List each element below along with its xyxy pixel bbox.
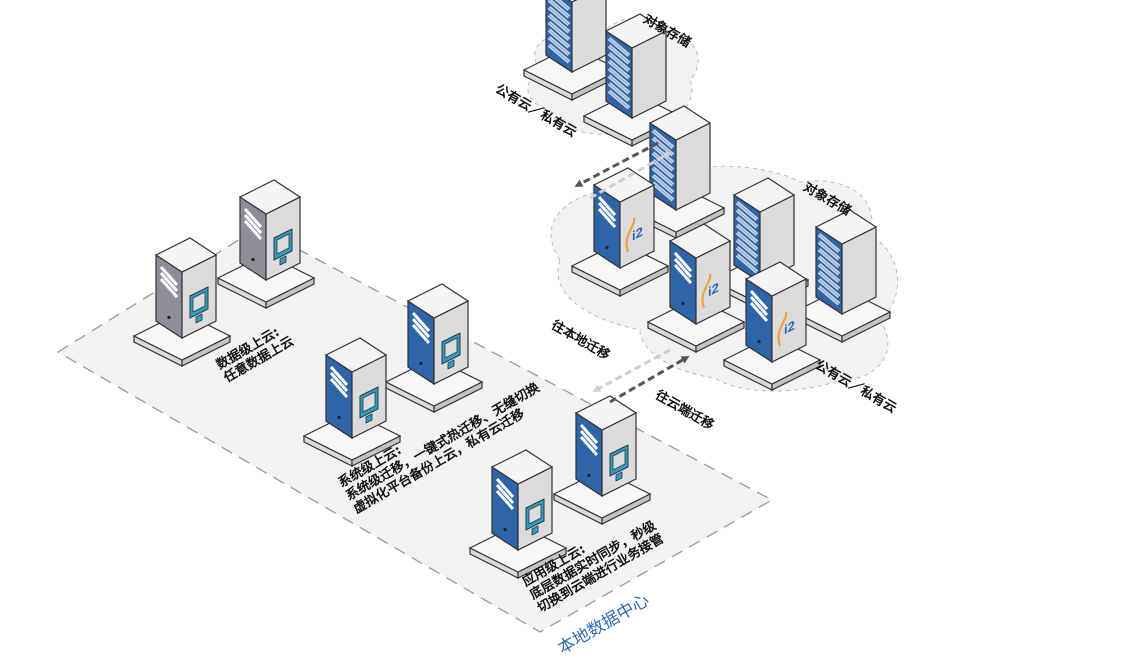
vent-slot [495,478,515,498]
vent-slot [495,484,515,504]
local-system-level-server-2 [384,283,484,413]
power-button-icon [503,527,507,532]
vent-slot [673,264,693,284]
vent-slot [411,312,431,332]
vent-slot [411,318,431,338]
power-button-icon [337,415,341,420]
local-datacenter-zone [56,227,774,633]
top-cloud-storage-server-1 [522,0,622,101]
local-system-level-server-1 [302,337,402,467]
i2-logo-icon: i2 [632,223,643,244]
power-button-icon [681,301,685,306]
vent-slot [597,202,617,222]
vent-slot [749,296,769,316]
vent-slot [579,430,599,450]
i2-logo-swoosh [701,273,712,309]
vent-slot [673,252,693,272]
arrow-to-cloud-bottom [609,355,690,404]
vent-slot [159,278,179,298]
arrow-to-local-bottom [592,348,671,392]
main-cloud-i2-server-1: i2 [570,167,670,297]
vent-slot [329,372,349,392]
power-button-icon [605,245,609,250]
local-app-level-server-1 [468,449,568,579]
local-app-level-server-2 [552,395,652,525]
vent-slot [579,436,599,456]
i2-logo-swoosh [625,217,636,253]
vent-slot [673,258,693,278]
power-button-icon [587,473,591,478]
main-cloud-storage-server-3 [792,209,892,343]
i2-logo-swoosh [777,311,788,347]
vent-slot [159,266,179,286]
power-button-icon [167,315,171,320]
power-button-icon [251,257,255,262]
vent-slot [495,490,515,510]
vent-slot [243,214,263,234]
vent-slot [749,302,769,322]
i2-logo-icon: i2 [708,279,719,300]
servers-layer: i2 i2 i2 [132,0,892,579]
vent-slot [579,424,599,444]
i2-logo-icon: i2 [784,317,795,338]
vent-slot [411,324,431,344]
local-data-level-server-1 [132,237,232,367]
power-button-icon [419,361,423,366]
vent-slot [159,272,179,292]
vent-slot [329,378,349,398]
arrow-to-local-top [574,141,659,187]
vent-slot [243,220,263,240]
power-button-icon [757,339,761,344]
vent-slot [243,208,263,228]
vent-slot [597,208,617,228]
vent-slot [597,196,617,216]
main-cloud-i2-server-3: i2 [722,261,822,391]
vent-slot [749,290,769,310]
main-cloud-storage-server-1 [626,105,726,239]
vent-slot [329,366,349,386]
arrow-to-cloud-top [589,152,672,200]
main-cloud-i2-server-2: i2 [646,223,746,353]
local-data-level-server-2 [216,179,316,309]
